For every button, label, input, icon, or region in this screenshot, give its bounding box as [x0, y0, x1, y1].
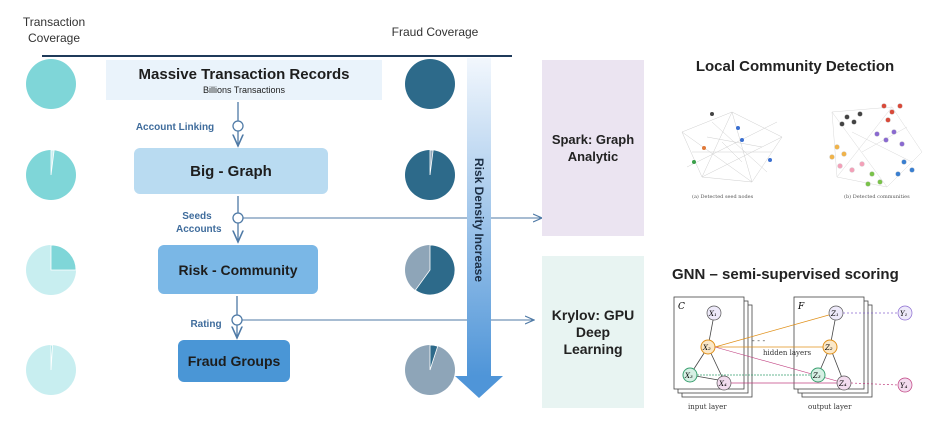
account-linking-node	[232, 120, 244, 132]
fraud-groups-box: Fraud Groups	[178, 340, 290, 382]
gnn-diagram: C F X₁ X₂ X₃ X₄ hidden layers - - - Z₁ Z…	[673, 296, 913, 411]
node-y4	[897, 377, 913, 393]
risk-arrow-shaft	[467, 58, 491, 376]
rating-node	[231, 314, 243, 326]
seeds-accounts-label: Seeds Accounts	[176, 211, 222, 235]
caption-seed-nodes: (a) Detected seed nodes	[692, 193, 754, 200]
svg-text:Y₄: Y₄	[900, 382, 908, 390]
svg-text:X₃: X₃	[684, 372, 693, 380]
svg-text:Z₁: Z₁	[830, 310, 839, 318]
rating-label: Rating	[190, 319, 222, 330]
panel-f-label: F	[797, 302, 805, 312]
risk-community-box: Risk - Community	[158, 245, 318, 294]
node-x1	[706, 305, 722, 321]
big-graph-box: Big - Graph	[134, 148, 328, 194]
detected-communities-graph	[829, 103, 923, 188]
svg-text:X₁: X₁	[708, 310, 717, 318]
input-layer-label: input layer	[688, 403, 727, 411]
spark-label: Spark: Graph Analytic	[551, 132, 635, 164]
community-detection-title: Local Community Detection	[695, 58, 895, 75]
svg-text:- - -: - - -	[752, 336, 765, 345]
risk-community-label: Risk - Community	[178, 261, 298, 278]
big-graph-label: Big - Graph	[190, 162, 272, 180]
svg-text:X₂: X₂	[702, 344, 711, 352]
krylov-label: Krylov: GPU Deep Learning	[551, 306, 635, 357]
account-linking-label: Account Linking	[135, 122, 215, 133]
risk-arrow-head	[455, 376, 503, 398]
risk-density-label: Risk Density Increase	[472, 157, 486, 283]
edge-cross-1	[714, 312, 837, 348]
caption-communities: (b) Detected communities	[844, 193, 910, 200]
hidden-layers-label: hidden layers	[763, 349, 811, 357]
output-layer-label: output layer	[808, 403, 852, 411]
svg-text:X₄: X₄	[718, 380, 727, 388]
community-detection-graphs: (a) Detected seed nodes (b) Detected com…	[681, 103, 923, 200]
node-y1	[897, 305, 913, 321]
spark-graph-analytic-box: Spark: Graph Analytic	[542, 60, 644, 236]
transaction-coverage-header: Transaction Coverage	[22, 15, 86, 45]
records-title: Massive Transaction Records	[138, 65, 350, 83]
seeds-accounts-node	[232, 212, 244, 224]
svg-text:Y₁: Y₁	[900, 310, 908, 318]
svg-text:Z₄: Z₄	[838, 380, 847, 388]
panel-c-label: C	[678, 302, 685, 312]
svg-text:Z₂: Z₂	[824, 344, 833, 352]
seed-nodes-graph	[681, 111, 783, 183]
fraud-coverage-header: Fraud Coverage	[391, 25, 479, 39]
records-subtitle: Billions Transactions	[202, 84, 286, 95]
svg-text:Z₃: Z₃	[812, 372, 821, 380]
gnn-title: GNN – semi-supervised scoring	[672, 266, 899, 283]
massive-transaction-records-box: Massive Transaction Records Billions Tra…	[106, 60, 382, 100]
fraud-groups-label: Fraud Groups	[187, 353, 281, 369]
node-z2	[822, 339, 838, 355]
krylov-box: Krylov: GPU Deep Learning	[542, 256, 644, 408]
node-z3	[810, 367, 826, 383]
